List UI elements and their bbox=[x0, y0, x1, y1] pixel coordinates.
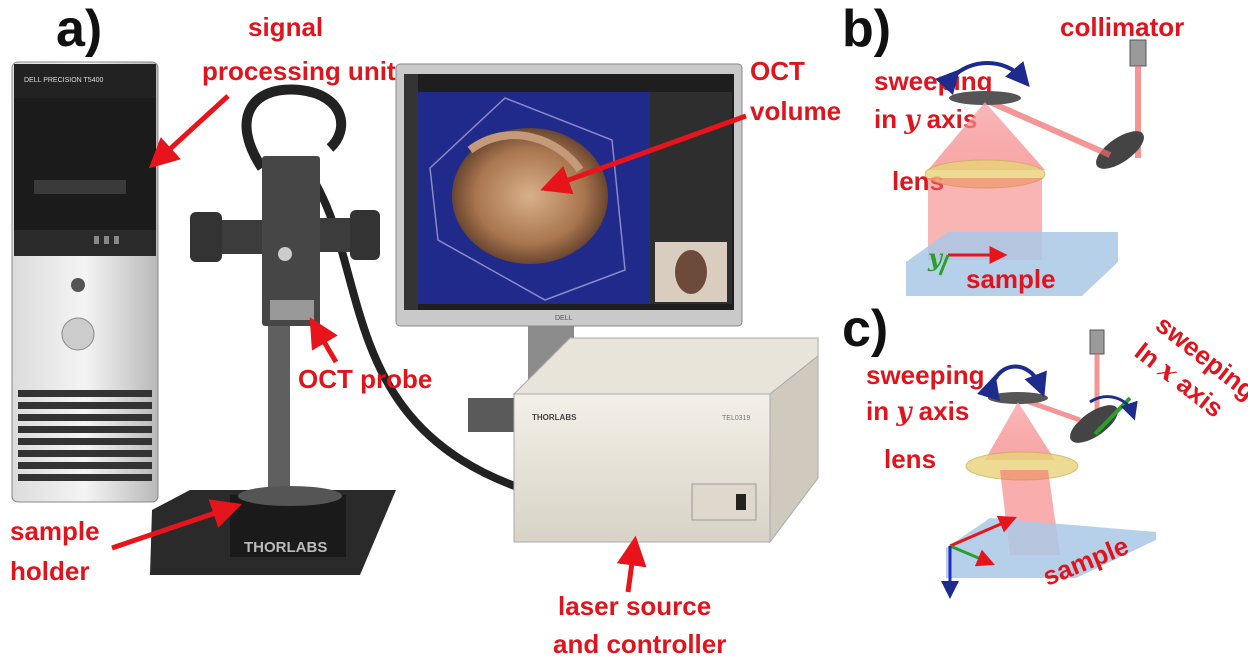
box-model: TEL0319 bbox=[722, 415, 751, 422]
arrow-oct-volume bbox=[540, 113, 747, 195]
label-oct-probe: OCT probe bbox=[298, 364, 432, 394]
panel-a-label: a) bbox=[56, 0, 102, 58]
label-collimator: collimator bbox=[1060, 12, 1184, 42]
arrow-oct-probe bbox=[309, 317, 339, 364]
tower-brand: DELL PRECISION T5400 bbox=[24, 77, 103, 84]
sweep-arc-y-c bbox=[976, 364, 1047, 402]
label-sample-b: sample bbox=[966, 264, 1056, 294]
panel-c: c) sweeping in y axis lens sweeping In x… bbox=[842, 300, 1248, 599]
panel-c-label: c) bbox=[842, 300, 888, 358]
label-signal-1: signal bbox=[248, 12, 323, 42]
arrow-laser-source bbox=[616, 535, 647, 593]
label-sample-holder-2: holder bbox=[10, 556, 89, 586]
sweep-arc-x-c bbox=[1089, 395, 1138, 421]
label-laser-1: laser source bbox=[558, 591, 711, 621]
oct-probe-stand: THORLABS bbox=[150, 84, 561, 575]
mirror-c bbox=[1070, 405, 1118, 443]
monitor-brand: DELL bbox=[555, 315, 573, 322]
label-oct-volume-1: OCT bbox=[750, 56, 805, 86]
label-oct-volume-2: volume bbox=[750, 96, 841, 126]
collimator-body-c bbox=[1089, 329, 1105, 355]
collimator-body bbox=[1129, 39, 1147, 67]
label-sweeping-y-c: sweeping bbox=[866, 360, 984, 390]
label-lens-c: lens bbox=[884, 444, 936, 474]
laser-source-box: THORLABS TEL0319 bbox=[512, 337, 819, 544]
label-sample-holder-1: sample bbox=[10, 516, 100, 546]
sample-plate-c bbox=[946, 518, 1156, 578]
sweep-arc-b bbox=[935, 61, 1030, 95]
label-in-y-axis-c: in y axis bbox=[866, 396, 969, 427]
thorlabs-box-logo: THORLABS bbox=[532, 413, 577, 422]
label-signal-2: processing unit bbox=[202, 56, 396, 86]
panel-a: a) DELL PRECISION T5400 bbox=[10, 0, 841, 659]
thorlabs-base-logo: THORLABS bbox=[244, 539, 327, 556]
label-laser-2: and controller bbox=[553, 629, 726, 659]
panel-b: b) collimator sweeping in y axis lens y … bbox=[842, 0, 1184, 296]
arrow-signal-processing bbox=[148, 94, 230, 169]
panel-b-label: b) bbox=[842, 0, 891, 58]
arrow-sample-holder bbox=[111, 499, 242, 551]
sample-plate-b bbox=[906, 232, 1118, 296]
y-axis-label-b: y bbox=[927, 243, 944, 272]
computer-tower: DELL PRECISION T5400 bbox=[11, 61, 159, 503]
mirror-b bbox=[1096, 131, 1144, 169]
